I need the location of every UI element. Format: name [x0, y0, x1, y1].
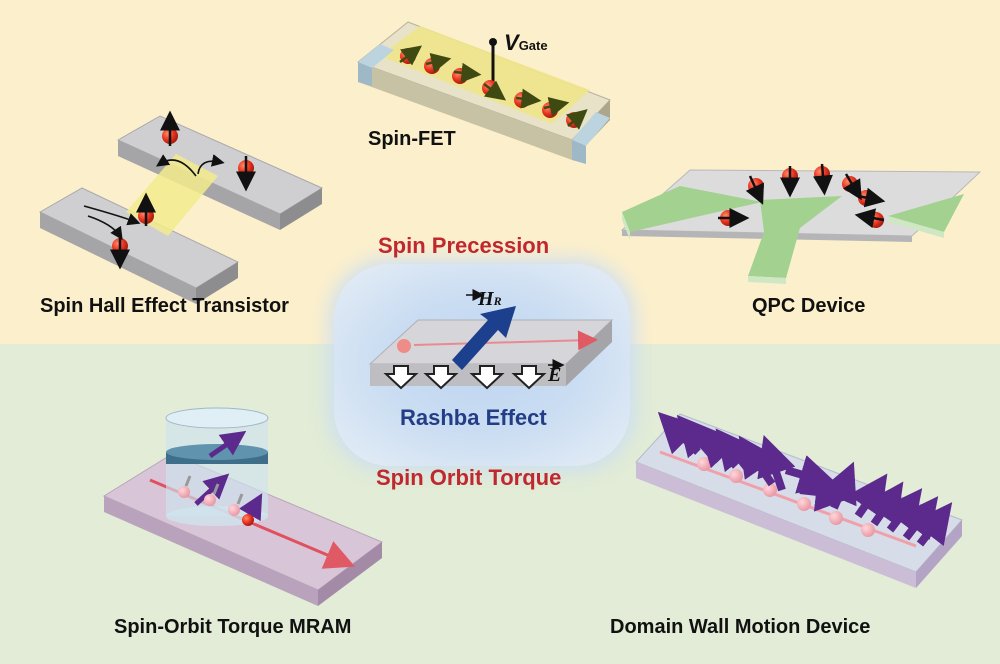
- electric-field-arrows: [383, 365, 547, 390]
- spin-precession-label: Spin Precession: [378, 233, 550, 258]
- domain-wall-spin-arrows: [657, 411, 953, 547]
- spin-fet-electrons: [399, 45, 588, 130]
- domain-wall-device: [635, 411, 963, 588]
- domain-wall-label: Domain Wall Motion Device: [610, 616, 871, 638]
- spin-orbit-torque-label: Spin Orbit Torque: [376, 465, 562, 490]
- spin-fet-label: Spin-FET: [368, 128, 456, 150]
- v-gate-label: VGate: [504, 30, 548, 55]
- spin-hall-transistor-device: [38, 110, 324, 304]
- qpc-device: [620, 163, 982, 284]
- hr-label: HR: [478, 288, 502, 310]
- sot-mram-device: [102, 407, 383, 606]
- qpc-device-label: QPC Device: [752, 295, 866, 317]
- spin-hall-transistor-label: Spin Hall Effect Transistor: [40, 295, 289, 317]
- sot-mram-label: Spin-Orbit Torque MRAM: [114, 616, 352, 638]
- spin-fet-device: [356, 21, 611, 164]
- rashba-effect-label: Rashba Effect: [400, 405, 547, 430]
- e-field-label: E: [548, 364, 562, 386]
- rashba-slab: [368, 289, 614, 390]
